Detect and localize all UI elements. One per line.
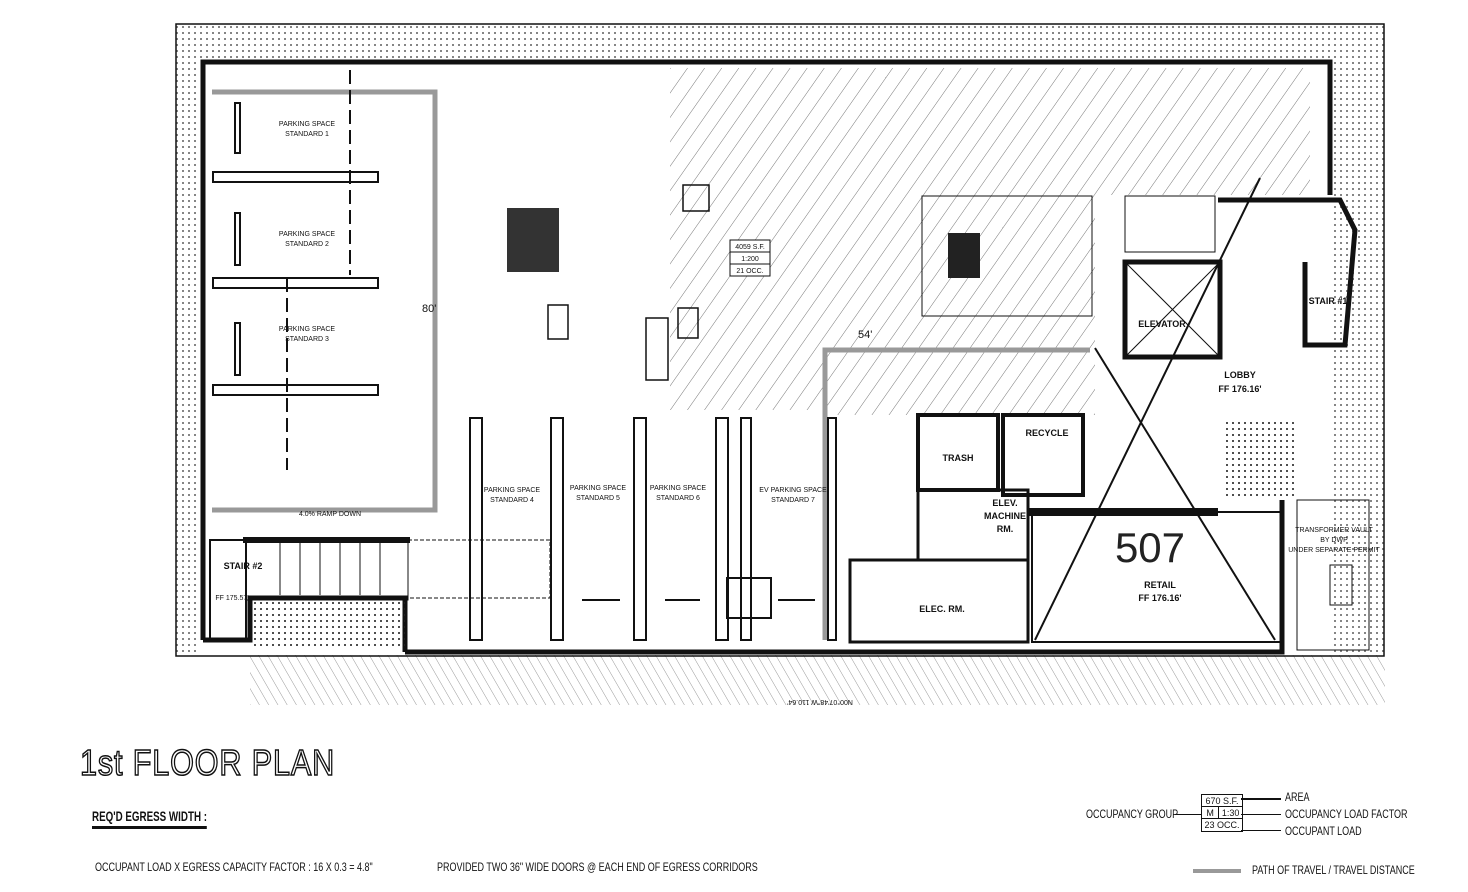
parking-2-label: PARKING SPACE [279, 231, 335, 238]
exterior-wall [200, 59, 1333, 640]
legend-leader-load [1241, 830, 1281, 831]
occupancy-factor: 1:200 [741, 256, 759, 263]
parking-2-sub: STANDARD 2 [285, 241, 329, 248]
parking-3-label: PARKING SPACE [279, 326, 335, 333]
elev-machine-label-3: RM. [997, 524, 1014, 534]
parking-5-label: PARKING SPACE [570, 485, 626, 492]
retail-ff: FF 176.16' [1138, 593, 1181, 603]
fixture [677, 307, 699, 339]
dimension-54: 54' [858, 329, 872, 341]
egress-calc: OCCUPANT LOAD X EGRESS CAPACITY FACTOR :… [95, 860, 373, 874]
path-of-travel-2 [822, 347, 1090, 640]
fixture [547, 304, 569, 340]
stair-wall [243, 537, 410, 543]
legend-path-of-travel: PATH OF TRAVEL / TRAVEL DISTANCE [1252, 863, 1415, 877]
transformer-label-3: UNDER SEPARATE PERMIT [1288, 547, 1380, 554]
stair-1-enclosure [1218, 197, 1358, 348]
legend-sample-area: 670 S.F. [1202, 795, 1242, 807]
legend-sample-factor: 1:30 [1221, 808, 1240, 818]
parking-6-label: PARKING SPACE [650, 485, 706, 492]
fixture [682, 184, 710, 212]
occupancy-area: 4059 S.F. [735, 244, 765, 251]
parking-4-sub: STANDARD 4 [490, 497, 534, 504]
transformer-label-1: TRANSFORMER VAULT [1295, 527, 1373, 534]
elec-room-label: ELEC. RM. [919, 604, 965, 614]
path-of-travel-1 [212, 89, 438, 513]
legend-occupancy-group: OCCUPANCY GROUP [1086, 807, 1179, 821]
legend-sample-group: M [1202, 807, 1220, 818]
sidewalk-patch [250, 600, 405, 650]
drawing-title: 1st FLOOR PLAN [79, 741, 336, 784]
transformer-label-2: BY DWP [1320, 537, 1348, 544]
bearing-label: N00°07'48"W 110.64' [787, 698, 853, 706]
legend-occupant-load: OCCUPANT LOAD [1285, 824, 1362, 838]
stair-2-enclosure [209, 539, 247, 641]
elev-machine-label-2: MACHINE [984, 511, 1026, 521]
floor-grate [507, 208, 559, 272]
room-labels: PARKING SPACE STANDARD 1 PARKING SPACE STA… [215, 121, 1380, 706]
parking-3-sub: STANDARD 3 [285, 336, 329, 343]
egress-provided: PROVIDED TWO 36" WIDE DOORS @ EACH END O… [437, 860, 758, 874]
occupancy-box: 4059 S.F. 1:200 21 OCC. [729, 239, 771, 277]
parking-4-label: PARKING SPACE [484, 487, 540, 494]
stair-landing [407, 539, 551, 599]
retail-label: RETAIL [1144, 580, 1176, 590]
legend-load-factor: OCCUPANCY LOAD FACTOR [1285, 807, 1408, 821]
parking-1-label: PARKING SPACE [279, 121, 335, 128]
bathtub-fixture [645, 317, 669, 381]
recycle-room [1001, 413, 1085, 497]
legend-sample-load: 23 OCC. [1204, 820, 1240, 830]
hatched-area [670, 68, 1310, 415]
parking-7-label: EV PARKING SPACE [759, 487, 827, 494]
egress-heading: REQ'D EGRESS WIDTH : [92, 808, 208, 829]
stair-2-ff: FF 175.57' [215, 595, 248, 602]
elev-machine-room [916, 488, 1030, 562]
parking-stripes-bottom [469, 417, 837, 641]
parking-stripes-left [212, 70, 379, 470]
ramp-label: 4.0% RAMP DOWN [299, 511, 361, 518]
occupancy-load: 21 OCC. [736, 268, 763, 275]
property-line [175, 23, 1385, 657]
legend-leader-area [1241, 798, 1281, 800]
accessibility-icon [948, 233, 980, 278]
stair-1-label: STAIR #1 [1309, 296, 1348, 306]
stair-treads [279, 542, 381, 595]
elev-machine-label-1: ELEV. [992, 498, 1017, 508]
dimension-80: 80' [422, 303, 436, 315]
stair-1-run [1124, 195, 1216, 253]
stair-2-label: STAIR #2 [224, 561, 263, 571]
trash-label: TRASH [943, 453, 974, 463]
legend-path-swatch [1193, 869, 1241, 873]
parking-7-sub: STANDARD 7 [771, 497, 815, 504]
parking-6-sub: STANDARD 6 [656, 495, 700, 502]
legend-leader-factor [1241, 814, 1281, 815]
accessible-restroom [921, 195, 1093, 317]
legend-arrow [1175, 814, 1201, 815]
street-hatch [250, 655, 1385, 705]
transformer-vault [1296, 499, 1370, 651]
elevator-label: ELEVATOR [1138, 319, 1186, 329]
lobby-label: LOBBY [1224, 370, 1256, 380]
parking-5-sub: STANDARD 5 [576, 495, 620, 502]
parking-1-sub: STANDARD 1 [285, 131, 329, 138]
legend-area: AREA [1285, 790, 1310, 804]
recycle-label: RECYCLE [1025, 428, 1068, 438]
lobby-ff: FF 176.16' [1218, 384, 1261, 394]
retail-unit-number: 507 [1115, 524, 1185, 571]
